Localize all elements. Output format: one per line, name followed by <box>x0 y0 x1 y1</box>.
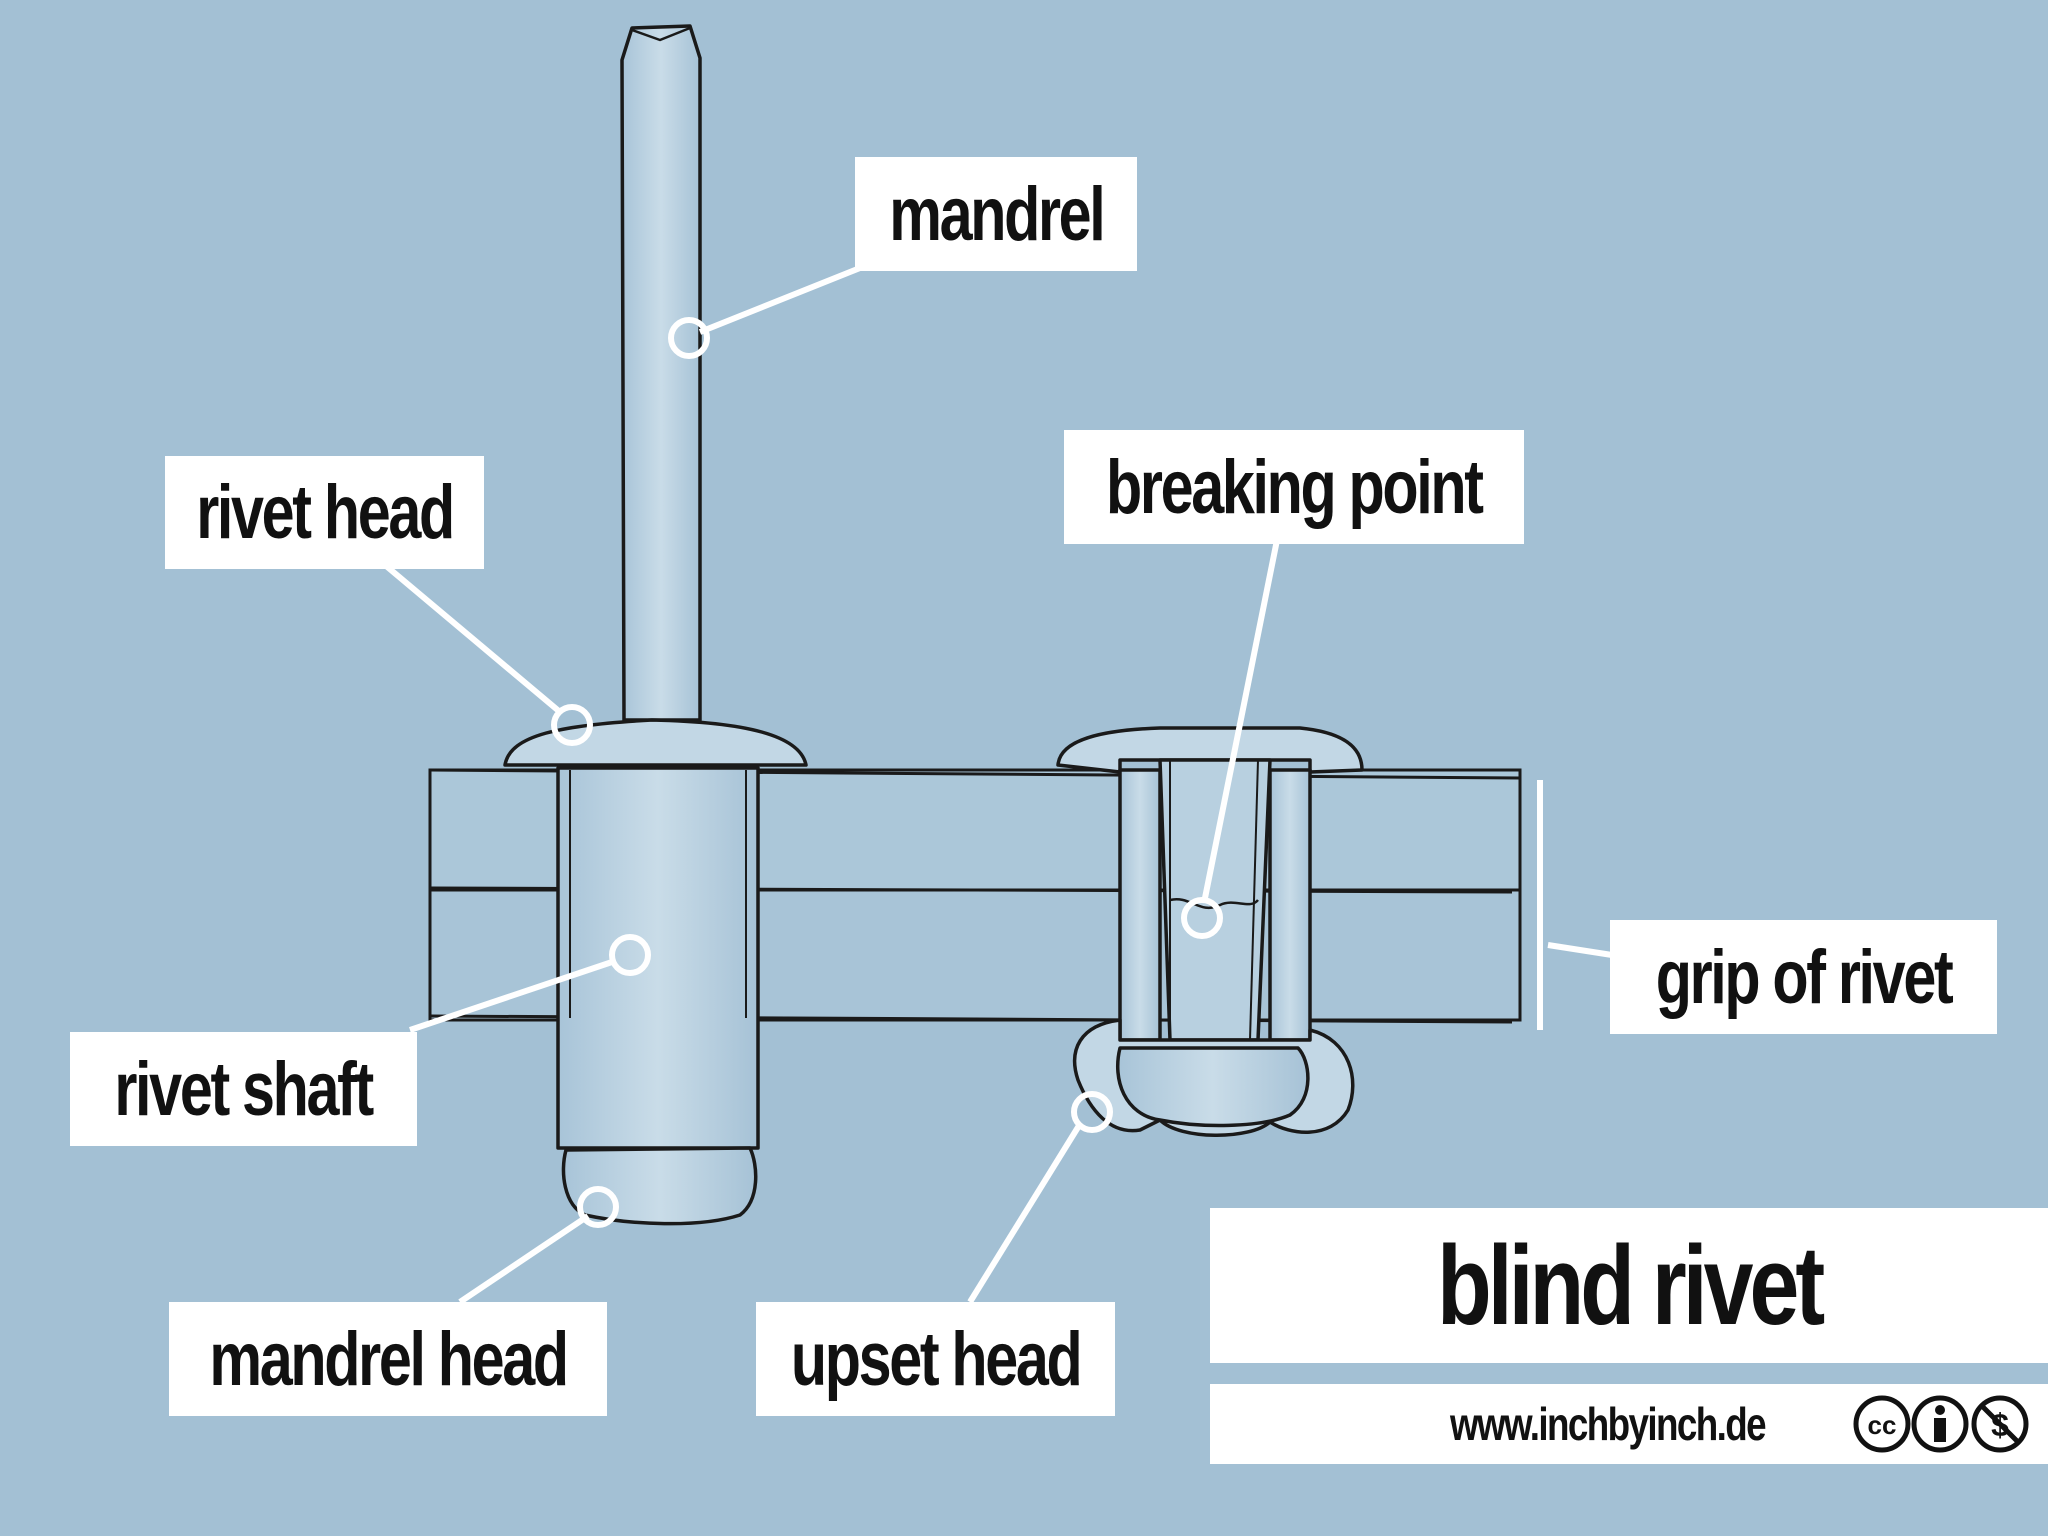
label-grip-of-rivet: grip of rivet <box>1610 920 1997 1034</box>
label-mandrel-text: mandrel <box>888 171 1106 257</box>
attribution-icon <box>1911 1395 1969 1453</box>
label-upset-head: upset head <box>756 1302 1115 1416</box>
label-mandrel: mandrel <box>855 157 1137 271</box>
callout-mandrel <box>668 317 710 359</box>
leader-lines <box>383 265 1613 1305</box>
cc-icon <box>1853 1395 1911 1453</box>
callout-breaking-point <box>1181 897 1223 939</box>
diagram-title: blind rivet <box>1436 1223 1825 1348</box>
label-mandrel-head-text: mandrel head <box>209 1316 569 1402</box>
footer-box: www.inchbyinch.de cc $ <box>1210 1384 2048 1464</box>
mandrel-stem <box>620 24 702 722</box>
label-upset-head-text: upset head <box>790 1316 1083 1402</box>
label-grip-of-rivet-text: grip of rivet <box>1655 934 1954 1020</box>
title-box: blind rivet <box>1210 1208 2048 1363</box>
callout-markers <box>551 317 1223 1228</box>
callout-rivet-head <box>551 704 593 746</box>
label-rivet-shaft: rivet shaft <box>70 1032 417 1146</box>
site-url[interactable]: www.inchbyinch.de <box>1450 1398 1767 1450</box>
callout-upset-head <box>1071 1091 1113 1133</box>
callout-mandrel-head <box>577 1186 619 1228</box>
license-icons: cc $ <box>1853 1395 2029 1453</box>
mandrel-head-shape <box>561 1146 758 1226</box>
label-rivet-head: rivet head <box>165 456 484 569</box>
label-mandrel-head: mandrel head <box>169 1302 607 1416</box>
svg-text:$: $ <box>1991 1407 2009 1443</box>
rivet-head-shape <box>503 718 808 767</box>
label-rivet-head-text: rivet head <box>196 470 455 555</box>
label-breaking-point: breaking point <box>1064 430 1524 544</box>
label-rivet-shaft-text: rivet shaft <box>114 1046 375 1132</box>
rivet-after-setting <box>1056 726 1364 1137</box>
svg-text:cc: cc <box>1868 1410 1897 1440</box>
rivet-before-setting <box>503 24 808 1226</box>
noncommercial-icon <box>1971 1395 2029 1453</box>
label-breaking-point-text: breaking point <box>1106 444 1484 530</box>
callout-rivet-shaft <box>609 934 651 976</box>
rivet-shaft-shape <box>556 766 760 1150</box>
